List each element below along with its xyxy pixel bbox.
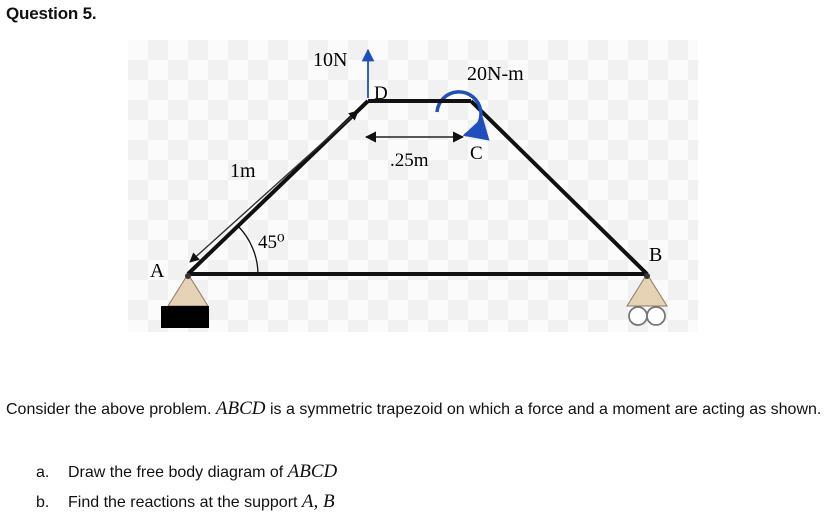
roller-right: [646, 306, 666, 326]
length-label-AD: 1m: [230, 160, 256, 182]
trapezoid-diagram: A B C D 10N 20N-m 1m 45⁰ .25m: [128, 40, 698, 332]
pin-B: [644, 273, 650, 279]
pin-A: [185, 273, 191, 279]
label-C: C: [470, 143, 483, 164]
question-list: a. Draw the free body diagram of ABCD b. F…: [36, 457, 337, 517]
question-letter: b.: [36, 494, 50, 511]
diagram-svg: A B C D 10N 20N-m 1m 45⁰ .25m: [150, 48, 668, 328]
ground-block-A: [161, 306, 209, 328]
dimension-AD-arrow: [189, 110, 359, 263]
roller-left: [628, 306, 648, 326]
label-A: A: [150, 260, 165, 282]
problem-statement: Consider the above problem. ABCD is a sy…: [6, 396, 822, 423]
problem-rest: is a symmetric trapezoid on which a forc…: [269, 401, 822, 418]
roller-support-B: [626, 273, 668, 307]
question-text: Find the reactions at the support: [68, 494, 298, 511]
label-B: B: [649, 244, 662, 266]
angle-label: 45⁰: [258, 232, 285, 253]
force-label: 10N: [313, 49, 347, 71]
question-item-b: b. Find the reactions at the support A, B: [36, 487, 337, 517]
question-math: A, B: [301, 491, 335, 512]
question-math: ABCD: [287, 461, 338, 482]
dimension-label-DC: .25m: [390, 150, 429, 171]
moment-label: 20N-m: [467, 63, 524, 85]
question-item-a: a. Draw the free body diagram of ABCD: [36, 457, 337, 487]
question-text: Draw the free body diagram of: [68, 464, 284, 481]
moment-arrow: [435, 90, 490, 141]
question-title: Question 5.: [6, 4, 97, 23]
problem-shape: ABCD: [215, 398, 266, 419]
question-letter: a.: [36, 464, 50, 481]
label-D: D: [374, 83, 388, 104]
member-CB: [469, 99, 649, 276]
problem-intro: Consider the above problem.: [6, 401, 212, 418]
angle-arc: [237, 225, 259, 275]
